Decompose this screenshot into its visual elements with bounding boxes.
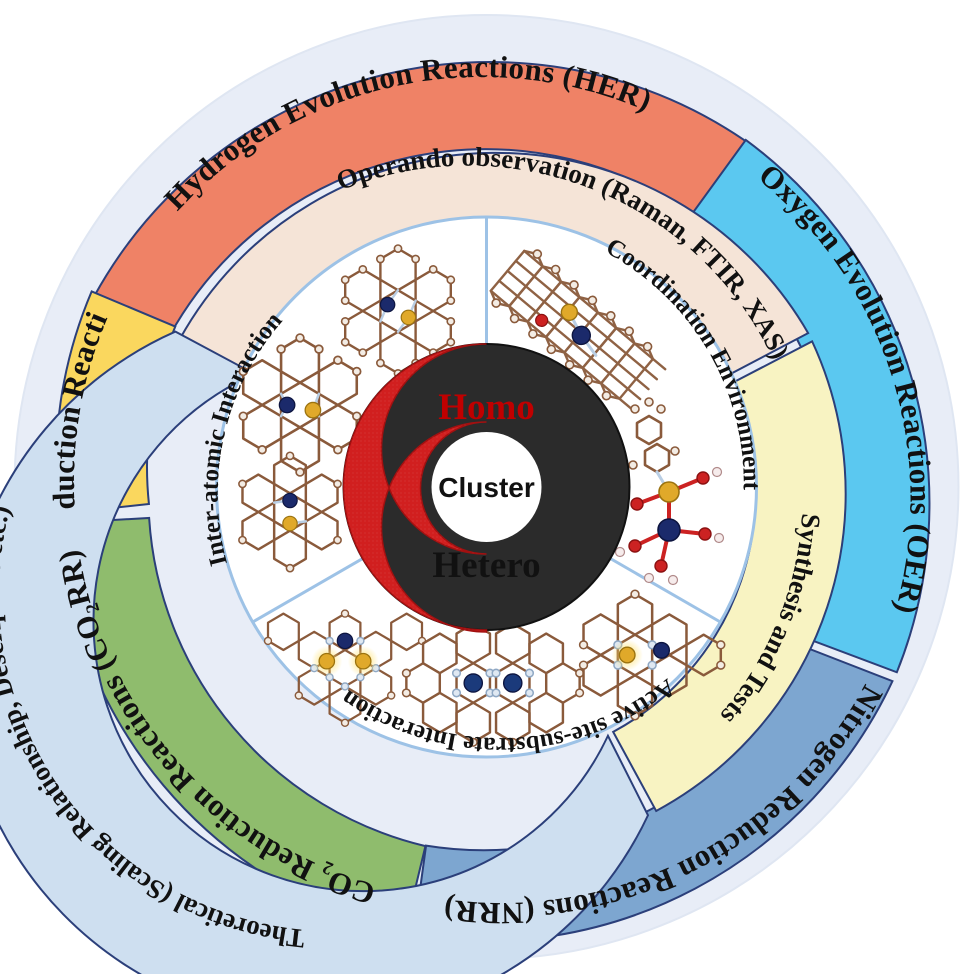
molecule-nanotube-slab	[489, 249, 667, 411]
molecule-graphene-dual-site-4	[578, 589, 726, 721]
molecule-graphene-dual-site-3	[238, 451, 342, 573]
molecule-graphene-dual-site-2	[238, 333, 362, 477]
molecule-triangular-cluster	[263, 609, 427, 727]
center-homo-label: Homo	[438, 387, 535, 428]
molecule-illustrations	[238, 244, 726, 747]
center-cluster-label: Cluster	[438, 472, 535, 503]
center-core-circle	[431, 432, 542, 542]
molecule-bimetal-n4	[401, 619, 585, 747]
middle-segment-theoretical[interactable]	[0, 330, 650, 974]
center-taiji-spiral: Homo Hetero Cluster	[342, 343, 631, 633]
molecule-metal-oxo-complex	[614, 397, 725, 586]
center-texture	[343, 344, 487, 632]
center-hetero-label: Hetero	[432, 545, 540, 586]
